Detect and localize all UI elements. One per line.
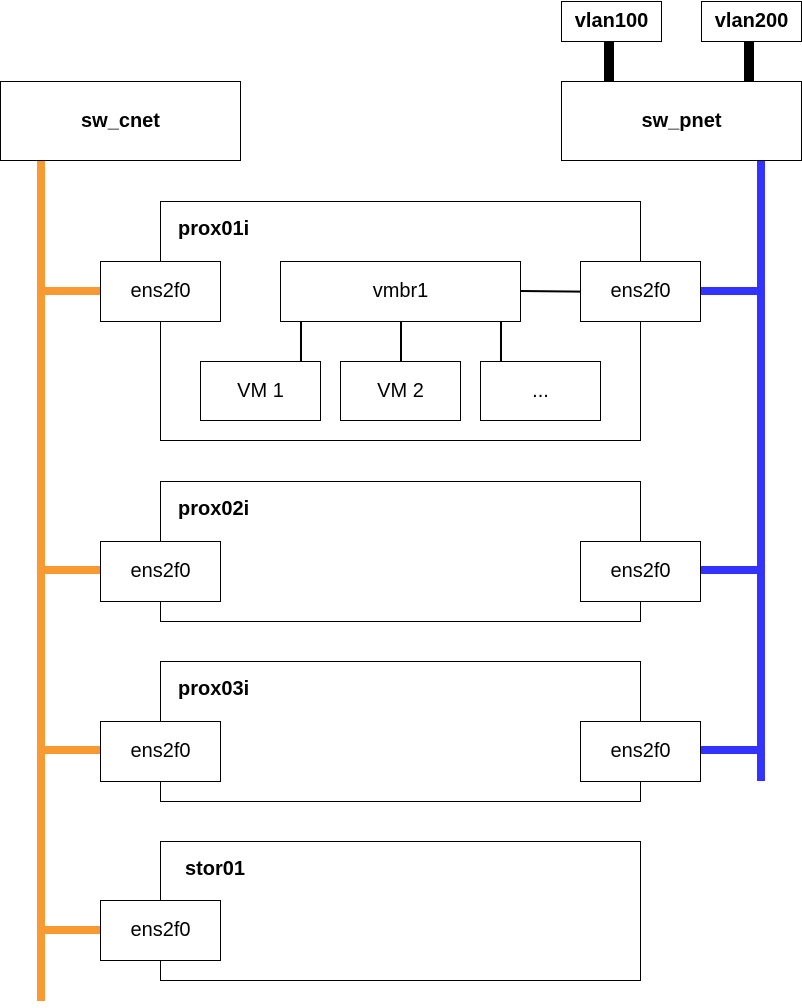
bridge-to-vm2-line bbox=[400, 321, 402, 361]
host-name: prox02i bbox=[178, 498, 250, 520]
host-name: stor01 bbox=[185, 858, 246, 880]
host-name: prox01i bbox=[178, 218, 250, 240]
vlan100-label: vlan100 bbox=[574, 10, 649, 32]
vlan200-trunk bbox=[744, 42, 754, 82]
host-prox02i: prox02i bbox=[160, 481, 641, 622]
vlan100-trunk bbox=[604, 42, 614, 82]
bridge-vmbr1: vmbr1 bbox=[280, 261, 521, 322]
cnet-link-prox01i bbox=[41, 287, 101, 295]
sw-pnet-box: sw_pnet bbox=[561, 81, 802, 161]
host-stor01: stor01 bbox=[160, 841, 641, 981]
cnet-link-prox02i bbox=[41, 566, 101, 574]
nic-label: ens2f0 bbox=[610, 560, 671, 582]
nic-left-stor01: ens2f0 bbox=[100, 900, 221, 961]
bridge-label: vmbr1 bbox=[372, 280, 429, 302]
vm-label: VM 1 bbox=[237, 379, 284, 402]
vm-label: ... bbox=[532, 379, 549, 402]
nic-left-prox02i: ens2f0 bbox=[100, 541, 221, 602]
nic-label: ens2f0 bbox=[130, 919, 191, 941]
nic-label: ens2f0 bbox=[130, 740, 191, 762]
pnet-backbone bbox=[757, 161, 765, 781]
pnet-link-prox03i bbox=[701, 746, 761, 754]
sw-cnet-box: sw_cnet bbox=[0, 81, 241, 161]
nic-right-prox01i: ens2f0 bbox=[580, 261, 701, 322]
nic-label: ens2f0 bbox=[610, 740, 671, 762]
nic-label: ens2f0 bbox=[130, 560, 191, 582]
nic-right-prox02i: ens2f0 bbox=[580, 541, 701, 602]
cnet-backbone bbox=[37, 161, 45, 1001]
vm-box-more: ... bbox=[480, 361, 601, 421]
cnet-link-prox03i bbox=[41, 746, 101, 754]
nic-left-prox01i: ens2f0 bbox=[100, 261, 221, 322]
nic-right-prox03i: ens2f0 bbox=[580, 721, 701, 782]
pnet-link-prox01i bbox=[701, 287, 761, 295]
nic-left-prox03i: ens2f0 bbox=[100, 721, 221, 782]
vlan200-box: vlan200 bbox=[701, 1, 802, 42]
vlan100-box: vlan100 bbox=[561, 1, 662, 42]
vm-label: VM 2 bbox=[377, 379, 424, 402]
nic-label: ens2f0 bbox=[610, 280, 671, 302]
vm-box-1: VM 1 bbox=[200, 361, 321, 421]
bridge-to-vm3-line bbox=[500, 321, 502, 361]
vm-box-2: VM 2 bbox=[340, 361, 461, 421]
vlan200-label: vlan200 bbox=[714, 10, 789, 32]
pnet-link-prox02i bbox=[701, 566, 761, 574]
host-name: prox03i bbox=[178, 678, 250, 700]
cnet-link-stor01 bbox=[41, 926, 101, 934]
sw-pnet-label: sw_pnet bbox=[641, 109, 722, 132]
nic-label: ens2f0 bbox=[130, 280, 191, 302]
host-prox03i: prox03i bbox=[160, 661, 641, 802]
bridge-to-vm1-line bbox=[300, 321, 302, 361]
sw-cnet-label: sw_cnet bbox=[81, 109, 160, 132]
